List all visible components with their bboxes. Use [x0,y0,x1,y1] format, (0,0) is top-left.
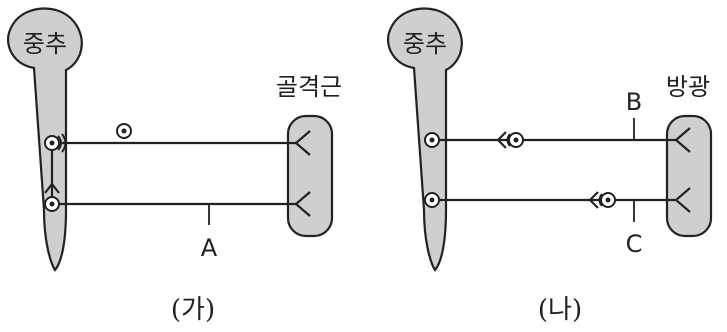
interneuron-terminal-ga [44,182,60,194]
bladder-label: 방광 [666,73,710,101]
panel-ga: 중추 골격근 A [7,7,342,325]
ganglion-synapse-upper-na [496,131,524,149]
cns-label-ga: 중추 [23,30,67,58]
caption-ga: (가) [171,295,215,325]
skeletal-muscle-label: 골격근 [276,73,342,101]
synapse-lower-ga [44,196,60,212]
ganglion-synapse-lower-na [588,191,616,209]
cell-body-upper-ga [116,123,132,139]
cell-body-cns-upper-na [424,132,440,148]
panel-na: 중추 방광 [387,7,713,325]
axon-terminal-upper-na [674,127,691,153]
cns-label-na: 중추 [403,30,447,58]
skeletal-muscle-box [286,114,334,238]
cell-body-cns-lower-na [424,192,440,208]
neuron-label-b: B [626,88,642,116]
axon-terminal-lower-na [674,187,691,213]
bladder-box [665,114,713,238]
neuron-label-c: C [626,230,643,258]
caption-na: (나) [538,295,582,325]
axon-terminal-lower-ga [294,191,311,217]
neuron-label-a: A [201,234,218,262]
axon-terminal-upper-ga [294,130,311,156]
